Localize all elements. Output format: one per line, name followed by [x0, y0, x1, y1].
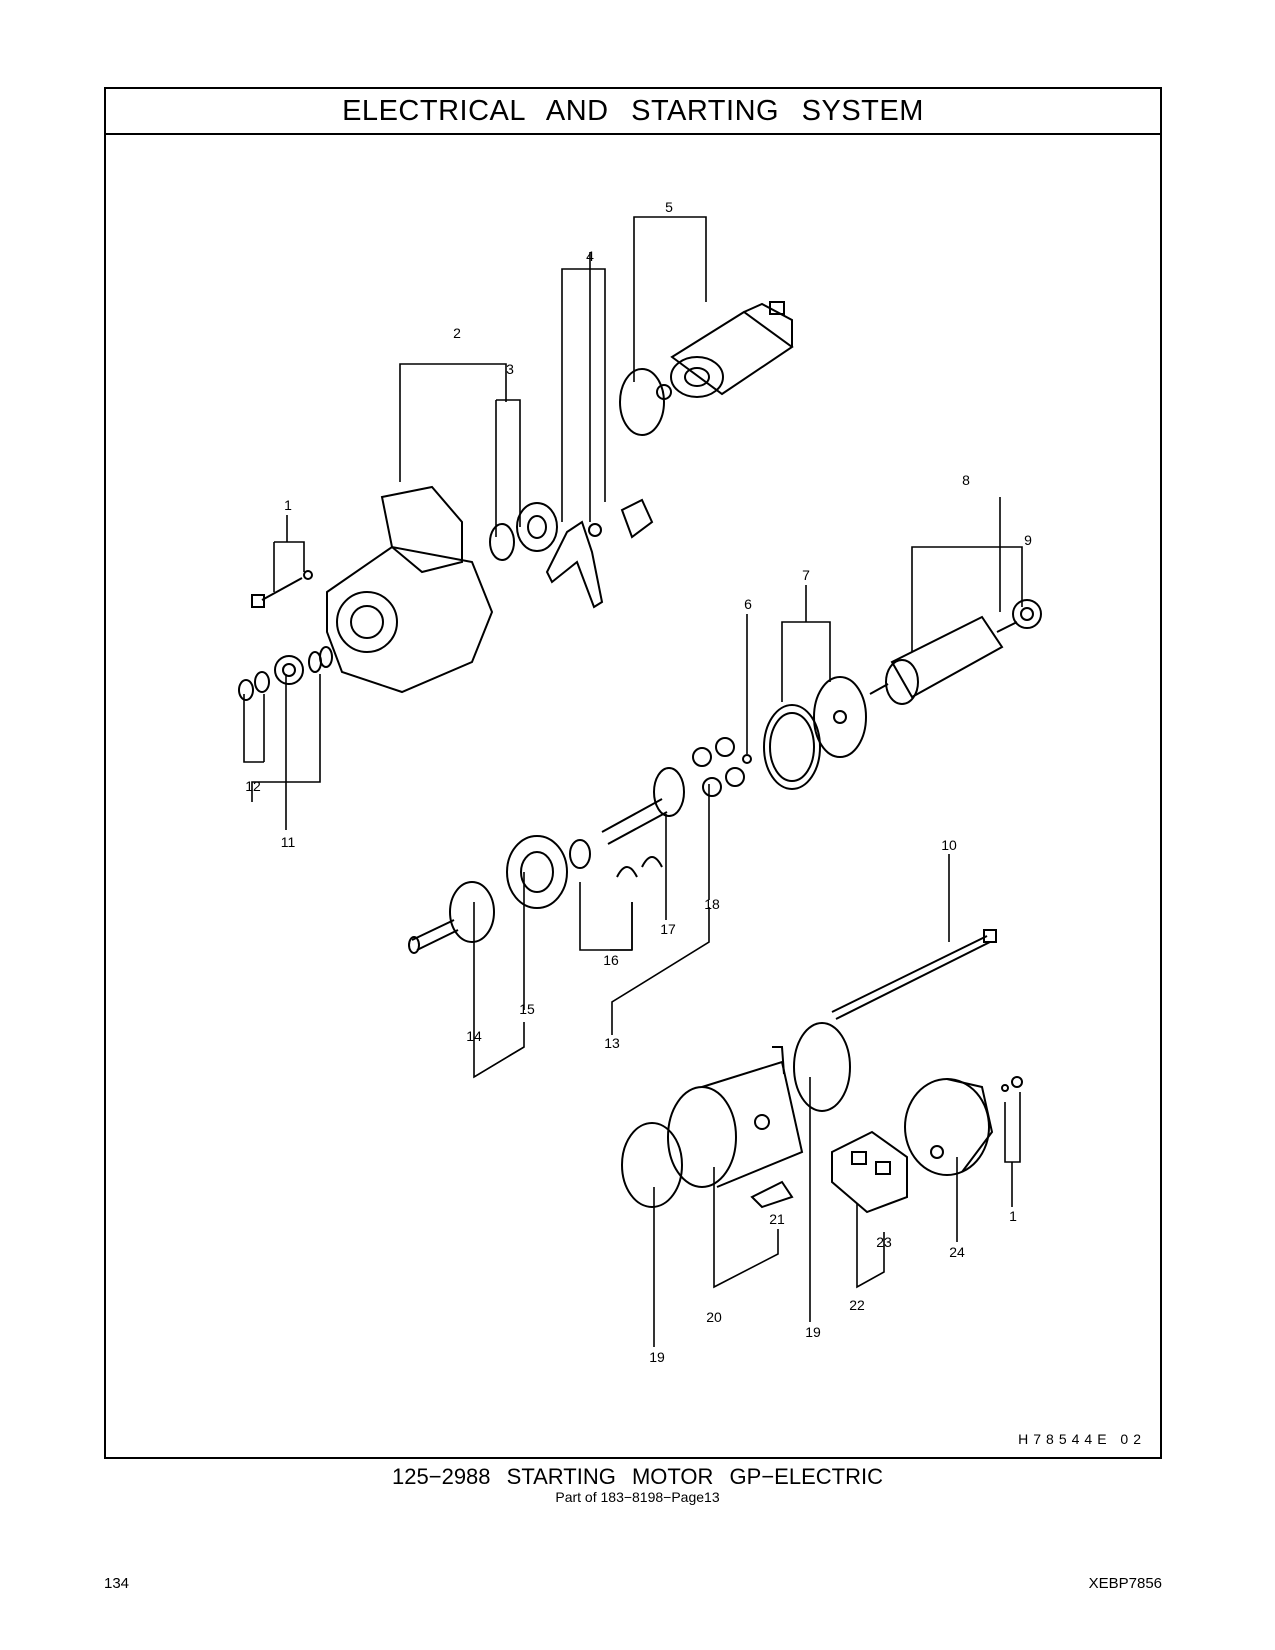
page-number: 134	[104, 1575, 130, 1592]
callout-22: 22	[849, 1297, 865, 1313]
callout-6: 6	[744, 596, 752, 612]
callout-1-top: 1	[284, 497, 292, 513]
clutch-shaft-part	[408, 881, 495, 954]
callout-10: 10	[941, 837, 957, 853]
callout-24: 24	[949, 1244, 965, 1260]
callout-23: 23	[876, 1234, 892, 1250]
callout-15: 15	[519, 1001, 535, 1017]
callout-7: 7	[802, 567, 810, 583]
illustration-frame: ELECTRICAL AND STARTING SYSTEM	[104, 87, 1162, 1459]
callout-9: 9	[1024, 532, 1032, 548]
callout-5: 5	[665, 199, 673, 215]
callout-1-bottom: 1	[1009, 1208, 1017, 1224]
caption-subtitle: Part of 183−8198−Page13	[555, 1489, 720, 1505]
callout-13: 13	[604, 1035, 620, 1051]
figure-code: H78544E 02	[1018, 1431, 1146, 1447]
callout-2: 2	[453, 325, 461, 341]
brush-holder-part	[831, 1130, 908, 1214]
callout-4: 4	[586, 248, 594, 264]
callout-16: 16	[603, 952, 619, 968]
callout-17: 17	[660, 921, 676, 937]
shift-lever-part	[545, 498, 654, 609]
callout-14: 14	[466, 1028, 482, 1044]
caption-title: 125−2988 STARTING MOTOR GP−ELECTRIC	[392, 1464, 883, 1489]
solenoid-part	[619, 301, 794, 436]
callout-12: 12	[245, 778, 261, 794]
planetary-shaft-part	[601, 767, 685, 845]
bolt-part	[251, 570, 313, 608]
armature-part	[869, 615, 1018, 705]
callout-21: 21	[769, 1211, 785, 1227]
document-id: XEBP7856	[1088, 1575, 1162, 1592]
drive-housing-part	[326, 485, 494, 694]
callout-20: 20	[706, 1309, 722, 1325]
through-bolt-part	[831, 929, 997, 1020]
end-cover-part	[904, 1078, 994, 1176]
callout-18: 18	[704, 896, 720, 912]
callout-19-left: 19	[649, 1349, 665, 1365]
callout-19-right: 19	[805, 1324, 821, 1340]
section-title: ELECTRICAL AND STARTING SYSTEM	[106, 89, 1160, 135]
callout-3: 3	[506, 361, 514, 377]
callout-8: 8	[962, 472, 970, 488]
callout-11: 11	[281, 834, 296, 850]
yoke-field-coil-part	[667, 1046, 804, 1188]
exploded-parts-diagram: 5 4 2 3 1 8 9 7 6 12 11 10 18 17 16 15 1…	[238, 199, 1042, 1365]
